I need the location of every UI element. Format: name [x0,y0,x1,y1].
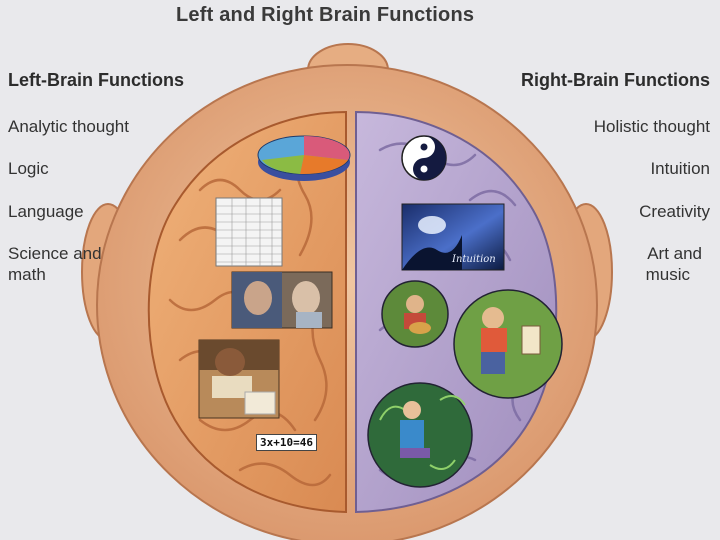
dancer-image [367,382,473,488]
left-function-language: Language [8,202,84,221]
left-function-math: math [8,265,46,284]
guitar-player-image [381,280,449,348]
page-title: Left and Right Brain Functions [176,4,475,26]
left-function-logic: Logic [8,159,49,178]
left-function-analytic: Analytic thought [8,117,129,136]
student-photo-image [198,339,280,419]
left-function-science: Science and [8,244,102,263]
spreadsheet-image [215,197,283,267]
right-function-intuition: Intuition [650,159,710,178]
equation-label: 3x+10=46 [256,434,317,451]
right-function-holistic: Holistic thought [593,117,710,136]
left-brain-heading: Left-Brain Functions [8,70,184,90]
intuition-image [401,203,505,271]
right-function-music: music [645,265,690,284]
pie-chart-image [257,135,351,181]
conversation-painting-image [231,271,333,329]
right-function-art: Art and [647,244,702,263]
yin-yang-icon [401,135,447,181]
painter-image [453,289,563,399]
right-function-creativity: Creativity [639,202,710,221]
intuition-caption: Intuition [452,254,496,265]
right-brain-heading: Right-Brain Functions [521,70,710,90]
